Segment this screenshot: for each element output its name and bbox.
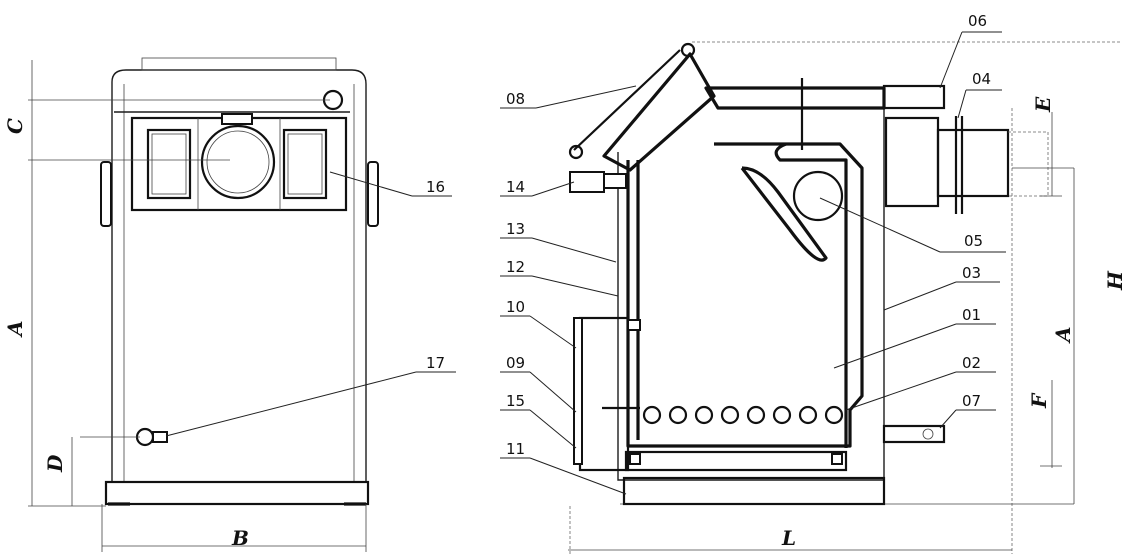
side-flue-pipe-06	[882, 84, 946, 110]
callout-17: 17	[426, 354, 445, 372]
callout-16: 16	[426, 178, 445, 196]
callout-05: 05	[964, 232, 983, 250]
side-ash-pan	[624, 450, 848, 472]
callout-13: 13	[506, 220, 525, 238]
side-air-valve-14	[569, 171, 605, 193]
side-firebox	[626, 142, 864, 448]
dim-c: C	[3, 118, 27, 134]
dim-l: L	[781, 526, 796, 550]
front-flue-opening	[200, 124, 276, 200]
side-baffle	[774, 142, 848, 448]
side-air-duct	[740, 166, 828, 262]
front-casing-outline	[111, 69, 367, 482]
dim-a-front: A	[3, 320, 27, 338]
side-damper-rod	[954, 116, 964, 214]
callout-06: 06	[968, 12, 987, 30]
callout-15: 15	[506, 392, 525, 410]
side-callouts-right: 06 04 05 03 01 02 07	[819, 12, 1006, 429]
callout-02: 02	[962, 354, 981, 372]
callout-12: 12	[506, 258, 525, 276]
callout-03: 03	[962, 264, 981, 282]
side-door-hinge	[573, 317, 583, 465]
front-door-panel	[130, 116, 348, 212]
callout-14: 14	[506, 178, 525, 196]
callout-11: 11	[506, 440, 525, 458]
side-top-plate	[704, 86, 886, 110]
front-flue-clamp	[221, 113, 253, 125]
front-right-handle	[367, 161, 379, 227]
side-grate-tubes	[642, 405, 844, 425]
dim-f: F	[1027, 392, 1051, 409]
callout-09: 09	[506, 354, 525, 372]
side-base	[622, 476, 886, 506]
dim-b: B	[231, 526, 249, 550]
side-view	[568, 41, 1120, 554]
dim-d: D	[43, 454, 67, 473]
dim-e: E	[1031, 96, 1055, 113]
front-right-window	[282, 128, 328, 200]
front-left-window	[146, 128, 192, 200]
front-top-cap	[141, 57, 337, 71]
callout-10: 10	[506, 298, 525, 316]
side-flue-box	[884, 116, 940, 208]
front-casing-inner	[123, 84, 355, 482]
side-casing-front	[617, 152, 884, 481]
side-loading-chute	[602, 52, 716, 172]
front-view	[28, 57, 379, 552]
front-left-handle	[100, 161, 112, 227]
side-inlet-07	[882, 424, 946, 444]
side-ash-door	[578, 316, 630, 472]
callout-07: 07	[962, 392, 981, 410]
side-flue-circle-05	[792, 170, 844, 222]
callout-04: 04	[972, 70, 991, 88]
dim-h: H	[1103, 270, 1127, 291]
side-flue-collar	[936, 128, 1010, 198]
callout-08: 08	[506, 90, 525, 108]
dim-a-side: A	[1051, 326, 1075, 344]
front-base	[104, 480, 370, 506]
side-envelope	[569, 41, 1120, 554]
side-callouts-left: 08 14 13 12 10 09 15 11	[500, 85, 637, 495]
callout-01: 01	[962, 306, 981, 324]
